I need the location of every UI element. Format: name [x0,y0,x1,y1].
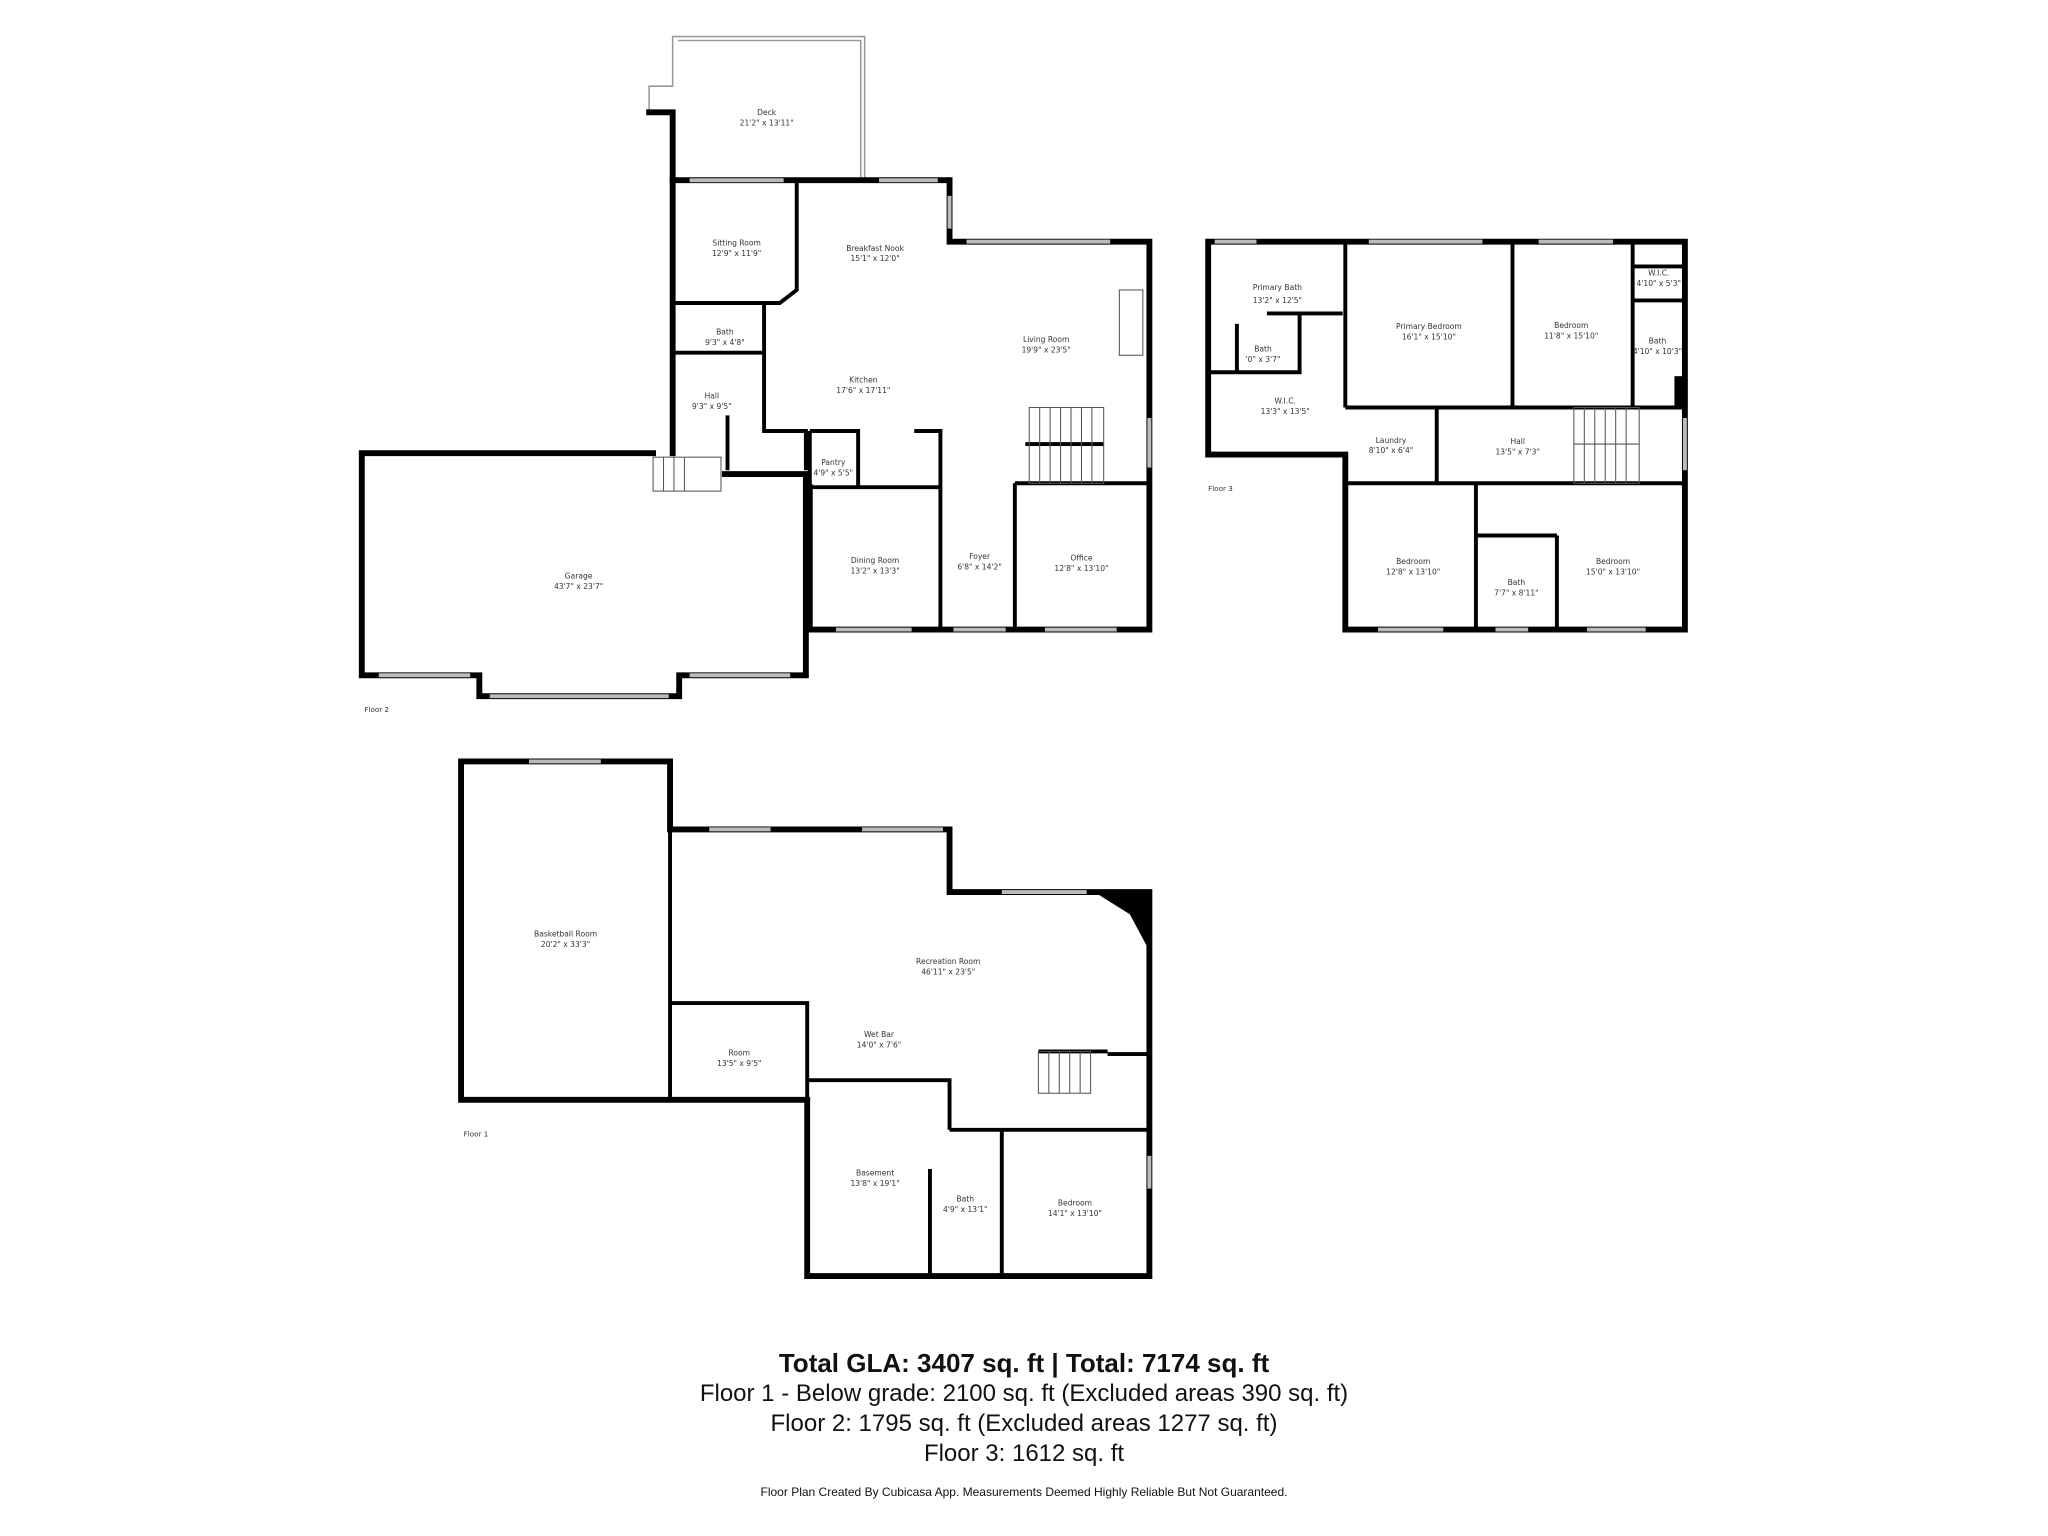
windows [689,178,1152,468]
room-dims: 17'6" x 17'11" [836,386,890,395]
room-dims: 13'3" x 13'5" [1261,407,1310,416]
room-name: Bath [956,1195,974,1204]
room-name: Laundry [1376,436,1407,445]
floor-3-label: Floor 3 [1208,484,1233,493]
wall [646,109,676,457]
interior-walls [1208,241,1685,630]
room-labels: Deck 21'2" x 13'11" Sitting Room 12'9" x… [534,108,1682,1218]
windows [528,759,1152,1189]
room-dims: 13'5" x 9'5" [717,1059,761,1068]
room-dims: 21'2" x 13'11" [740,118,794,127]
room-dims: 4'9" x 13'1" [943,1205,987,1214]
room-dims: 14'1" x 13'10" [1048,1209,1102,1218]
deck-railing [677,39,862,179]
room-name: W.I.C. [1648,269,1669,278]
room-dims: 4'10" x 10'3" [1633,347,1682,356]
deck-outline [648,35,866,179]
stairs [652,406,1105,492]
floor-2-plan: Floor 2 [358,35,1153,714]
room-name: Bedroom [1396,557,1430,566]
room-dims: 13'2" x 13'3" [850,566,899,575]
floor-1-plan: Floor 1 [458,758,1153,1280]
room-name: Bath [1254,344,1272,353]
room-dims: 13'8" x 19'1" [850,1179,899,1188]
wall [1205,238,1688,633]
room-name: W.I.C. [1275,397,1296,406]
room-dims: 8'10" x 6'4" [1369,446,1413,455]
room-dims: 12'8" x 13'10" [1386,568,1440,577]
floor-1-area: Floor 1 - Below grade: 2100 sq. ft (Excl… [699,1380,1349,1407]
room-name: Basketball Room [534,929,597,938]
room-dims: 11'8" x 15'10" [1544,331,1598,340]
room-dims: 4'10" x 5'3" [1637,279,1681,288]
room-dims: 12'8" x 13'10" [1054,564,1108,573]
room-name: Breakfast Nook [846,244,904,253]
floor-3-area: Floor 3: 1612 sq. ft [923,1440,1125,1467]
wall [669,177,1153,633]
room-dims: 13'2" x 12'5" [1253,296,1302,305]
room-name: Bath [1508,578,1526,587]
room-dims: 15'1" x 12'0" [850,254,899,263]
room-name: Living Room [1023,335,1069,344]
room-name: Deck [757,108,777,117]
floor-1-label: Floor 1 [464,1129,489,1138]
floor-2-area: Floor 2: 1795 sq. ft (Excluded areas 127… [770,1410,1278,1437]
room-name: Sitting Room [712,239,760,248]
room-name: Primary Bath [1253,283,1302,292]
room-dims: 4'9" x 5'5" [813,468,853,477]
chimney [1674,376,1685,408]
room-dims: 9'3" x 9'5" [692,402,732,411]
room-name: Bedroom [1058,1199,1092,1208]
room-dims: 6'8" x 14'2" [957,562,1001,571]
room-dims: 13'5" x 7'3" [1495,448,1539,457]
room-name: Bedroom [1596,557,1630,566]
room-name: Bath [716,327,734,336]
room-dims: 16'1" x 15'10" [1402,333,1456,342]
fireplace [1094,892,1150,951]
room-dims: 20'2" x 33'3" [541,940,590,949]
room-name: Foyer [969,552,991,561]
windows [1214,239,1687,632]
room-name: Bath [1649,337,1667,346]
room-name: Basement [856,1169,894,1178]
total-area: Total GLA: 3407 sq. ft | Total: 7174 sq.… [778,1348,1270,1378]
room-name: Kitchen [849,376,878,385]
credit-note: Floor Plan Created By Cubicasa App. Meas… [760,1485,1288,1499]
room-dims: '0" x 3'7" [1246,355,1281,364]
room-dims: 43'7" x 23'7" [554,582,603,591]
room-dims: 14'0" x 7'6" [857,1041,901,1050]
room-name: Hall [705,391,720,400]
room-dims: 9'3" x 4'8" [705,338,745,347]
room-dims: 7'7" x 8'11" [1494,589,1538,598]
floor-2-label: Floor 2 [364,705,389,714]
room-name: Dining Room [851,556,899,565]
stairs [1037,1050,1092,1094]
room-dims: 19'9" x 23'5" [1022,346,1071,355]
fireplace [1118,289,1144,356]
room-name: Garage [565,572,593,581]
stairs [1573,406,1640,484]
room-name: Primary Bedroom [1396,322,1462,331]
room-name: Pantry [821,458,846,467]
garage-doors [378,673,791,699]
room-name: Wet Bar [864,1030,895,1039]
room-name: Bedroom [1554,321,1588,330]
room-name: Room [728,1048,750,1057]
room-name: Office [1070,553,1092,562]
room-dims: 15'0" x 13'10" [1586,568,1640,577]
room-name: Recreation Room [916,957,980,966]
room-dims: 46'11" x 23'5" [921,967,975,976]
floor-3-plan: Floor 3 [1205,238,1688,633]
room-dims: 12'9" x 11'9" [712,249,761,258]
room-name: Hall [1510,437,1525,446]
